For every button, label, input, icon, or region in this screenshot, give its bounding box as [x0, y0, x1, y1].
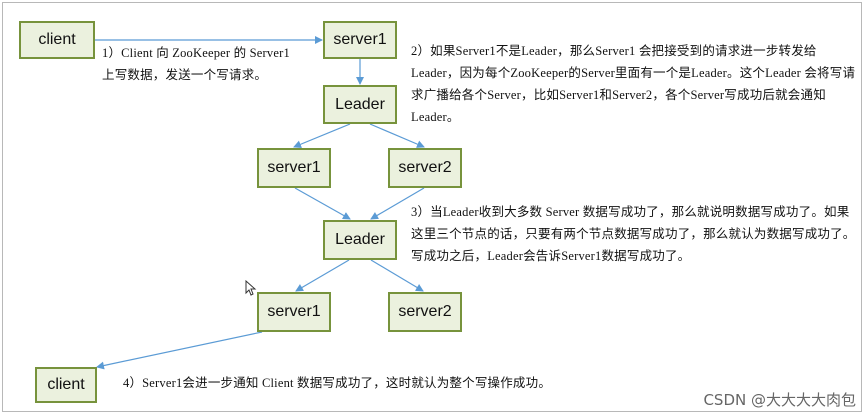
csdn-watermark: CSDN @大大大大肉包 — [703, 391, 856, 409]
arrow-server2-to-leader2 — [370, 187, 425, 220]
leader-node-1: Leader — [323, 85, 397, 124]
arrow-leader-to-server1 — [293, 123, 351, 149]
server2-node-bottom: server2 — [388, 292, 462, 332]
step1-note: 1）Client 向 ZooKeeper 的 Server1 上写数据，发送一个… — [102, 46, 290, 82]
mouse-cursor-icon — [245, 280, 257, 296]
leader-node-2: Leader — [323, 220, 397, 260]
step2-note: 2）如果Server1不是Leader，那么Server1 会把接受到的请求进一… — [411, 44, 856, 124]
arrow-server1-to-client — [96, 331, 263, 370]
server1-node-bottom: server1 — [257, 292, 331, 332]
client-node-bottom: client — [35, 367, 97, 403]
server2-node-mid: server2 — [388, 148, 462, 188]
arrow-leader-to-server2 — [369, 123, 425, 148]
diagram-frame — [2, 2, 862, 412]
step4-note: 4）Server1会进一步通知 Client 数据写成功了，这时就认为整个写操作… — [123, 376, 552, 390]
step3-note: 3）当Leader收到大多数 Server 数据写成功了，那么就说明数据写成功了… — [411, 205, 856, 263]
client-node-top: client — [19, 21, 95, 59]
arrow-leader2-to-server1 — [295, 259, 350, 292]
arrow-server1-to-leader2 — [294, 187, 351, 220]
arrow-leader2-to-server2 — [370, 259, 424, 292]
server1-node-top: server1 — [323, 21, 397, 59]
server1-node-mid: server1 — [257, 148, 331, 188]
